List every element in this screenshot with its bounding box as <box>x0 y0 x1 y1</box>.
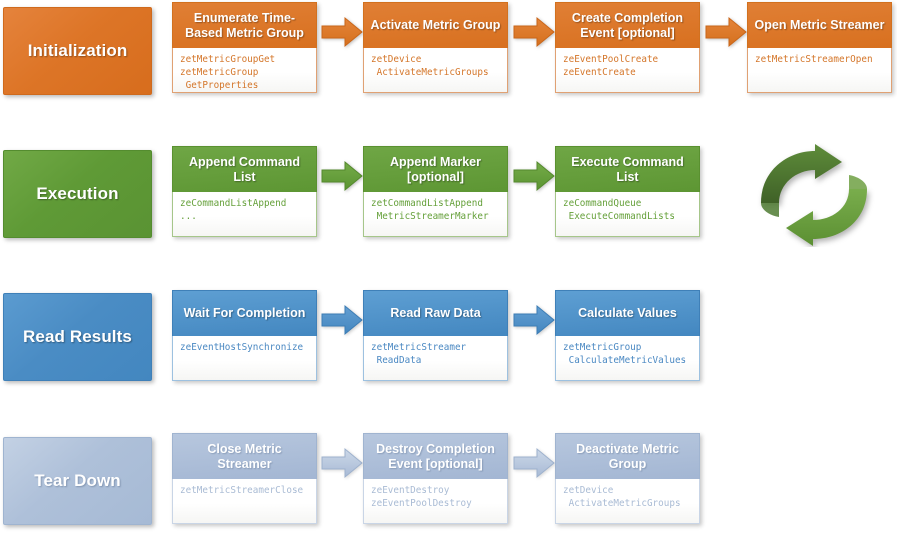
card-body: zetMetricStreamerOpen <box>747 48 892 93</box>
card-api-list: zeEventHostSynchronize <box>180 342 304 353</box>
card-api-list: zetCommandListAppend MetricStreamerMarke… <box>371 198 489 222</box>
card-header: Wait For Completion <box>172 290 317 336</box>
arrow-right-icon <box>513 160 555 192</box>
arrow-right-icon <box>321 304 363 336</box>
card-api-list: zeCommandQueue ExecuteCommandLists <box>563 198 675 222</box>
card-title: Close Metric Streamer <box>207 441 282 471</box>
card-execute-command-list[interactable]: Execute Command List zeCommandQueue Exec… <box>555 146 700 237</box>
stage-label-tear-down: Tear Down <box>34 471 121 491</box>
card-enumerate-time-based-metric-group[interactable]: Enumerate Time-Based Metric Group zetMet… <box>172 2 317 93</box>
card-header: Read Raw Data <box>363 290 508 336</box>
card-api-list: zetMetricGroupGet zetMetricGroup GetProp… <box>180 54 276 91</box>
card-api-list: zeCommandListAppend ... <box>180 198 287 222</box>
card-title: Wait For Completion <box>183 306 306 321</box>
arrow-right-icon <box>513 447 555 479</box>
card-body: zetMetricStreamer ReadData <box>363 336 508 381</box>
card-close-metric-streamer[interactable]: Close Metric Streamer zetMetricStreamerC… <box>172 433 317 524</box>
card-read-raw-data[interactable]: Read Raw Data zetMetricStreamer ReadData <box>363 290 508 381</box>
card-api-list: zetDevice ActivateMetricGroups <box>563 485 681 509</box>
card-body: zeEventPoolCreate zeEventCreate <box>555 48 700 93</box>
arrow-right-icon <box>321 447 363 479</box>
card-api-list: zeEventDestroy zeEventPoolDestroy <box>371 485 472 509</box>
arrow-right-icon <box>513 304 555 336</box>
card-title: Deactivate Metric Group <box>576 441 679 471</box>
card-title: Activate Metric Group <box>370 18 501 33</box>
card-activate-metric-group[interactable]: Activate Metric Group zetDevice Activate… <box>363 2 508 93</box>
card-header: Open Metric Streamer <box>747 2 892 48</box>
arrow-right-icon <box>321 16 363 48</box>
arrow-right-icon <box>705 16 747 48</box>
stage-box-tear-down[interactable]: Tear Down <box>3 437 152 525</box>
card-api-list: zetMetricStreamer ReadData <box>371 342 467 366</box>
arrow-right-icon <box>321 160 363 192</box>
stage-box-read-results[interactable]: Read Results <box>3 293 152 381</box>
card-title: Open Metric Streamer <box>754 18 885 33</box>
card-title: Destroy Completion Event [optional] <box>376 441 495 471</box>
card-body: zetCommandListAppend MetricStreamerMarke… <box>363 192 508 237</box>
card-api-list: zeEventPoolCreate zeEventCreate <box>563 54 659 78</box>
card-calculate-values[interactable]: Calculate Values zetMetricGroup Calculat… <box>555 290 700 381</box>
card-open-metric-streamer[interactable]: Open Metric Streamer zetMetricStreamerOp… <box>747 2 892 93</box>
card-header: Calculate Values <box>555 290 700 336</box>
card-destroy-completion-event[interactable]: Destroy Completion Event [optional] zeEv… <box>363 433 508 524</box>
stage-label-initialization: Initialization <box>27 41 128 61</box>
stage-label-read-results: Read Results <box>23 327 132 347</box>
card-title: Create Completion Event [optional] <box>571 10 684 40</box>
card-body: zeCommandListAppend ... <box>172 192 317 237</box>
card-body: zetMetricGroupGet zetMetricGroup GetProp… <box>172 48 317 93</box>
card-header: Append Marker [optional] <box>363 146 508 192</box>
card-api-list: zetMetricGroup CalculateMetricValues <box>563 342 687 366</box>
stage-box-execution[interactable]: Execution <box>3 150 152 238</box>
card-append-marker[interactable]: Append Marker [optional] zetCommandListA… <box>363 146 508 237</box>
card-title: Append Marker [optional] <box>390 154 481 184</box>
card-title: Execute Command List <box>571 154 684 184</box>
card-header: Enumerate Time-Based Metric Group <box>172 2 317 48</box>
card-header: Create Completion Event [optional] <box>555 2 700 48</box>
card-header: Execute Command List <box>555 146 700 192</box>
card-header: Append Command List <box>172 146 317 192</box>
card-create-completion-event[interactable]: Create Completion Event [optional] zeEve… <box>555 2 700 93</box>
card-body: zetMetricStreamerClose <box>172 479 317 524</box>
card-header: Destroy Completion Event [optional] <box>363 433 508 479</box>
card-body: zetDevice ActivateMetricGroups <box>363 48 508 93</box>
card-api-list: zetDevice ActivateMetricGroups <box>371 54 489 78</box>
card-body: zetMetricGroup CalculateMetricValues <box>555 336 700 381</box>
card-append-command-list[interactable]: Append Command List zeCommandListAppend … <box>172 146 317 237</box>
stage-box-initialization[interactable]: Initialization <box>3 7 152 95</box>
card-body: zeEventHostSynchronize <box>172 336 317 381</box>
card-wait-for-completion[interactable]: Wait For Completion zeEventHostSynchroni… <box>172 290 317 381</box>
card-api-list: zetMetricStreamerClose <box>180 485 304 496</box>
card-header: Activate Metric Group <box>363 2 508 48</box>
card-title: Read Raw Data <box>390 306 481 321</box>
card-body: zeCommandQueue ExecuteCommandLists <box>555 192 700 237</box>
card-api-list: zetMetricStreamerOpen <box>755 54 873 65</box>
circular-arrows-loop-icon <box>739 143 889 247</box>
card-body: zeEventDestroy zeEventPoolDestroy <box>363 479 508 524</box>
card-title: Calculate Values <box>578 306 677 321</box>
card-title: Append Command List <box>188 154 301 184</box>
card-body: zetDevice ActivateMetricGroups <box>555 479 700 524</box>
stage-label-execution: Execution <box>36 184 119 204</box>
card-header: Close Metric Streamer <box>172 433 317 479</box>
card-title: Enumerate Time-Based Metric Group <box>185 10 304 40</box>
arrow-right-icon <box>513 16 555 48</box>
card-header: Deactivate Metric Group <box>555 433 700 479</box>
card-deactivate-metric-group[interactable]: Deactivate Metric Group zetDevice Activa… <box>555 433 700 524</box>
